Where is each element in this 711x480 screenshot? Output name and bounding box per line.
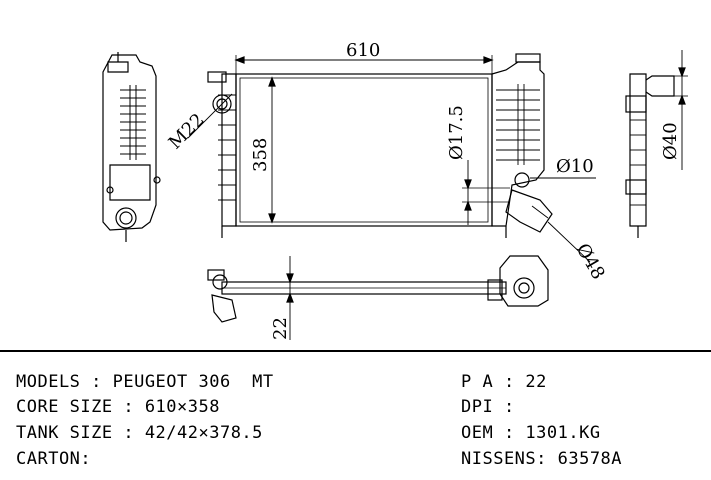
spec-nissens: NISSENS: 63578A bbox=[461, 449, 623, 469]
radiator-front-view bbox=[187, 53, 596, 263]
pipe-offset-dimension-label: Ø17.5 bbox=[446, 105, 467, 160]
thread-dimension-label: M22 bbox=[165, 109, 209, 153]
radiator-top-view bbox=[207, 255, 549, 340]
expansion-tank-drawing bbox=[102, 52, 161, 242]
radiator-technical-drawing: 610 358 M22 Ø17.5 Ø10 Ø40 Ø48 22 bbox=[102, 40, 688, 340]
width-dimension-label: 610 bbox=[346, 40, 380, 61]
spec-carton: CARTON: bbox=[16, 449, 92, 469]
radiator-side-view bbox=[625, 50, 688, 238]
spec-core-size: CORE SIZE : 610×358 bbox=[16, 397, 220, 417]
filler-pipe-dimension-label: Ø40 bbox=[660, 122, 681, 160]
section-divider bbox=[0, 350, 711, 352]
spec-oem: OEM : 1301.KG bbox=[461, 423, 601, 443]
spec-pa: P A : 22 bbox=[461, 372, 547, 392]
spec-dpi: DPI : bbox=[461, 397, 515, 417]
small-pipe-dimension-label: Ø10 bbox=[556, 156, 594, 177]
outlet-pipe-dimension-label: Ø48 bbox=[572, 240, 609, 283]
spec-tank-size: TANK SIZE : 42/42×378.5 bbox=[16, 423, 263, 443]
height-dimension-label: 358 bbox=[250, 138, 271, 172]
core-thickness-dimension-label: 22 bbox=[270, 317, 291, 340]
spec-models: MODELS : PEUGEOT 306 MT bbox=[16, 372, 274, 392]
